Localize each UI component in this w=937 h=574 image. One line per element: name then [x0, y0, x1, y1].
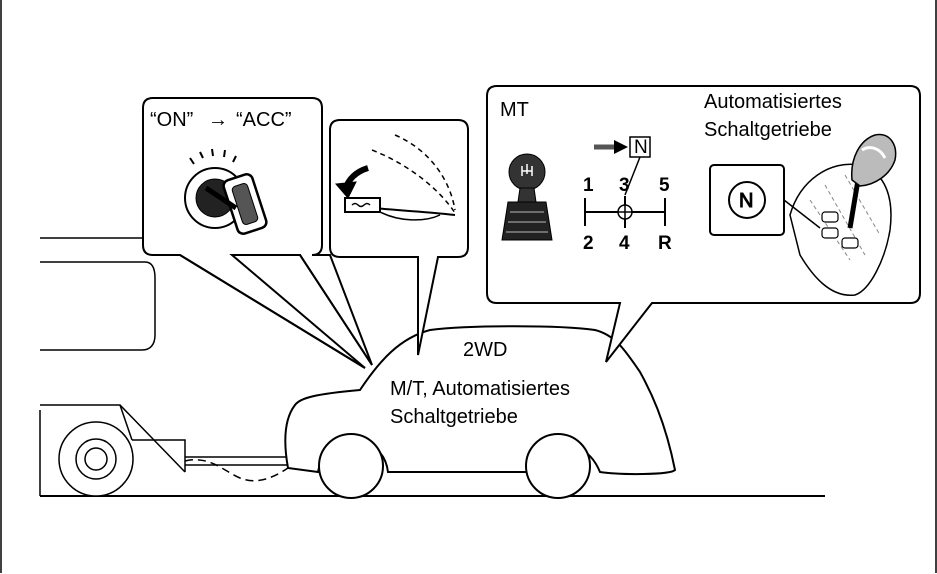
arrow-icon: → — [208, 109, 228, 131]
ignition-callout: “ON” → “ACC” — [142, 97, 373, 369]
gear-3: 3 — [619, 175, 630, 196]
parking-brake-callout — [329, 119, 469, 356]
gear-4: 4 — [619, 233, 630, 254]
neutral-box-label: N — [634, 137, 648, 158]
tow-vehicle — [39, 237, 186, 497]
tow-cable — [184, 456, 289, 482]
ignition-key-icon — [184, 148, 268, 235]
rear-wheel — [525, 433, 591, 499]
gear-5: 5 — [659, 175, 670, 196]
car-type-line2: Schaltgetriebe — [390, 406, 518, 428]
gear-knob-icon — [501, 153, 553, 241]
auto-label-line1: Automatisiertes — [704, 91, 842, 113]
towed-car: 2WD M/T, Automatisiertes Schaltgetriebe — [284, 325, 677, 499]
transmission-callout: MT Automatisiertes Schaltgetriebe N 1 3 … — [486, 85, 921, 363]
shift-pattern-diagram: N 1 3 5 2 4 R — [583, 136, 672, 254]
ignition-acc-label: “ACC” — [236, 109, 292, 131]
mt-label: MT — [500, 99, 529, 121]
drive-type-label: 2WD — [463, 339, 507, 361]
gear-1: 1 — [583, 175, 594, 196]
gear-2: 2 — [583, 233, 594, 254]
front-wheel — [318, 433, 384, 499]
gear-r: R — [658, 233, 672, 254]
auto-shifter-icon: N — [709, 133, 897, 296]
neutral-circle-label: N — [739, 190, 753, 212]
car-type-line1: M/T, Automatisiertes — [390, 378, 570, 400]
parking-brake-lever-icon — [334, 134, 456, 221]
auto-label-line2: Schaltgetriebe — [704, 119, 832, 141]
ignition-on-label: “ON” — [150, 109, 193, 131]
